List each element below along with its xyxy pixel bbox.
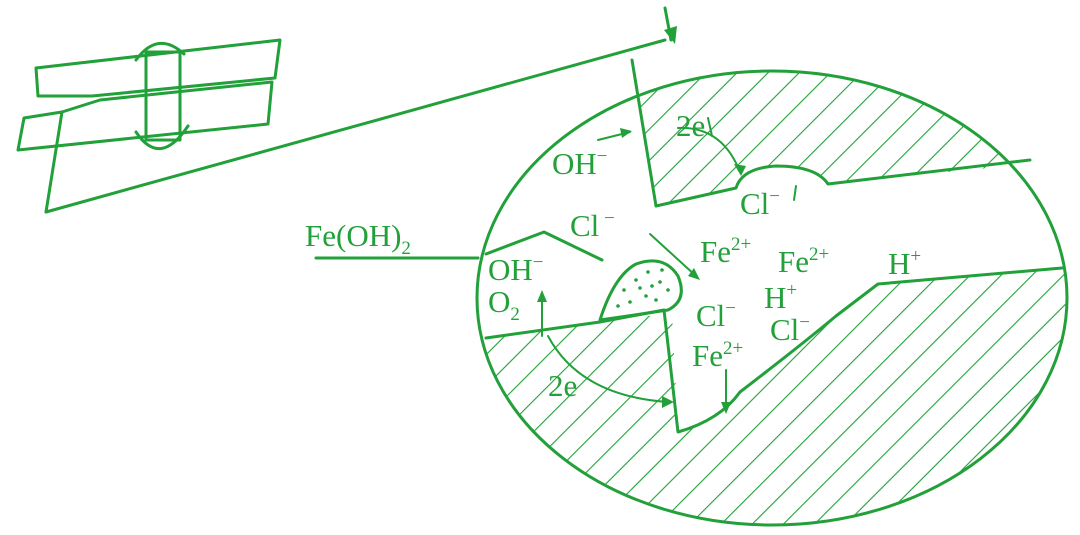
electron-path-lower — [547, 335, 669, 403]
lower-metal-region — [480, 268, 1066, 525]
zoom-lines — [44, 6, 677, 214]
label-fe-a: Fe2+ — [700, 234, 751, 269]
corrosion-deposit — [598, 259, 683, 322]
fe-low-text: Fe — [692, 338, 723, 373]
zoom-line-left — [44, 110, 64, 214]
labels: Fe(OH)2 OH− 2e Cl− Cl − Fe2+ Fe2+ H+ OH−… — [305, 108, 921, 403]
deposit-dots — [616, 268, 670, 308]
label-cl-upper: Cl− — [740, 186, 780, 221]
fe-a-superscript: 2+ — [731, 234, 751, 255]
fe-a-text: Fe — [700, 234, 731, 269]
rivet-head-bottom — [134, 124, 190, 151]
zoom-arrowhead — [664, 26, 677, 44]
cl-low-superscript: − — [725, 298, 736, 319]
fe-oh2-text: Fe(OH) — [305, 218, 401, 253]
o2-subscript: 2 — [510, 304, 520, 325]
o2-text: O — [488, 284, 510, 319]
label-cl-low: Cl− — [696, 298, 736, 333]
cl-upper-text: Cl — [740, 186, 769, 221]
label-oh-upper: OH− — [552, 146, 608, 181]
label-fe-low: Fe2+ — [692, 338, 743, 373]
h-mid-text: H — [764, 280, 786, 315]
label-2e-upper: 2e — [676, 108, 705, 143]
oh-upper-superscript: − — [597, 146, 608, 167]
fe-oh2-subscript: 2 — [401, 238, 411, 259]
fe-b-superscript: 2+ — [809, 244, 829, 265]
oh-lower-text: OH — [488, 252, 533, 287]
label-fe-b: Fe2+ — [778, 244, 829, 279]
magnifier-circle — [475, 69, 1069, 527]
oh-upper-text: OH — [552, 146, 597, 181]
h-mid-superscript: + — [786, 280, 797, 301]
lower-metal-outline — [484, 266, 1064, 434]
fe-low-superscript: 2+ — [723, 338, 743, 359]
label-cl-mid: Cl − — [570, 208, 615, 243]
cl-mid-superscript: − — [599, 208, 614, 229]
upper-metal-outline — [630, 58, 1032, 208]
cl-upper-tick — [793, 185, 797, 201]
rivet-head-top — [134, 41, 186, 62]
fe-down-arrowhead — [721, 402, 731, 414]
h-right-text: H — [888, 246, 910, 281]
electron-path-upper-arrowhead — [734, 164, 746, 176]
cl-low-text: Cl — [696, 298, 725, 333]
cl-diffusion-arrow — [649, 233, 697, 277]
zoom-line-bottom — [44, 38, 667, 214]
label-oh-lower: OH− — [488, 252, 544, 287]
two-e-upper-tick — [707, 117, 713, 137]
label-cl-low2: Cl− — [770, 312, 810, 347]
label-o2: O2 — [488, 284, 520, 325]
label-h-mid: H+ — [764, 280, 797, 315]
h-right-superscript: + — [910, 246, 921, 267]
o2-arrowhead — [537, 290, 547, 302]
fe-oh2-wedge — [484, 230, 604, 262]
cl-low2-text: Cl — [770, 312, 799, 347]
cl-mid-text: Cl — [570, 208, 599, 243]
rivet-shank — [144, 50, 182, 142]
upper-plate — [34, 38, 282, 98]
label-fe-oh2: Fe(OH)2 — [305, 218, 411, 259]
electron-path-lower-arrowhead — [662, 396, 674, 408]
label-h-right: H+ — [888, 246, 921, 281]
cl-low2-superscript: − — [799, 312, 810, 333]
label-2e-lower: 2e — [548, 368, 577, 403]
cl-upper-superscript: − — [769, 186, 780, 207]
electron-path-upper — [677, 126, 741, 173]
cl-diffusion-arrowhead — [688, 268, 700, 280]
fe-b-text: Fe — [778, 244, 809, 279]
oh-upper-arrowhead — [620, 128, 632, 138]
oh-lower-superscript: − — [533, 252, 544, 273]
